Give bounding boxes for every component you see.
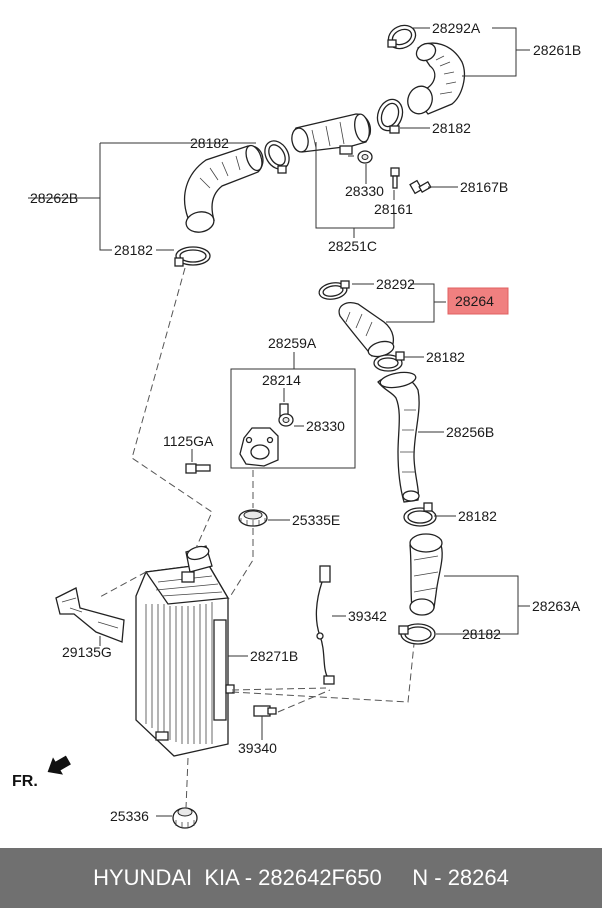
label-39340: 39340 [238,740,277,756]
label-28182-d: 28182 [426,349,465,365]
bolt-1125GA [185,463,211,474]
washer-28330-mid [278,413,294,427]
label-28161: 28161 [374,201,413,217]
label-1125GA: 1125GA [163,433,214,449]
leader-lines [28,27,530,817]
label-28182-e: 28182 [458,508,497,524]
label-28292A: 28292A [432,20,481,36]
grommet-25335E [238,509,268,527]
label-25336: 25336 [110,808,149,824]
footer-text: HYUNDAI KIA - 282642F650 N - 28264 [93,865,509,890]
label-28271B: 28271B [250,648,298,664]
label-28214: 28214 [262,372,301,388]
intercooler-28271B [135,545,235,757]
washer-28330-top [357,150,373,164]
clamp-28182-e [403,502,437,527]
label-fr: FR. [12,773,38,790]
bracket-29135G [55,587,125,643]
bolt-28167B [409,179,432,195]
sensor-39340 [253,705,277,717]
label-28262B: 28262B [30,190,78,206]
highlight-28264 [447,287,509,315]
pipe-28251C [291,113,372,155]
bracket-box-28259A [230,368,356,469]
label-25335E: 25335E [292,512,340,528]
label-39342: 39342 [348,608,387,624]
label-28292: 28292 [376,276,415,292]
label-28256B: 28256B [446,424,494,440]
clamp-28182-f [398,623,436,645]
clamp-28292A [387,24,417,50]
label-28182-b: 28182 [190,135,229,151]
label-28251C: 28251C [328,238,377,254]
parts-diagram: 28292A 28261B 28182 28182 28262B 28330 2… [12,20,581,829]
hose-28263A [409,533,443,616]
front-arrow-icon [47,755,71,775]
label-28259A: 28259A [268,335,317,351]
label-29135G: 29135G [62,644,112,660]
footer-banner: HYUNDAI KIA - 282642F650 N - 28264 [0,848,602,908]
sensor-39342 [315,565,335,685]
label-28263A: 28263A [532,598,581,614]
label-28182-a: 28182 [432,120,471,136]
label-28182-f: 28182 [462,626,501,642]
clamp-28182-upper [376,98,404,134]
label-28182-c: 28182 [114,242,153,258]
hose-28261B [407,42,466,115]
clamp-28182-left-top [264,140,290,174]
assembly-lines [97,164,415,809]
hose-28262B [184,144,264,233]
hose-28264 [338,302,395,358]
label-28261B: 28261B [533,42,581,58]
hose-28256B [377,371,420,503]
clamp-28292 [318,280,350,300]
pin-28161 [390,167,400,189]
bracket-28259A [239,427,279,467]
grommet-25336 [172,807,198,829]
label-28330-a: 28330 [345,183,384,199]
clamp-28182-left-bottom [174,246,211,267]
label-28167B: 28167B [460,179,508,195]
label-28264: 28264 [455,293,494,309]
clamp-28182-d [373,351,405,372]
label-28330-b: 28330 [306,418,345,434]
